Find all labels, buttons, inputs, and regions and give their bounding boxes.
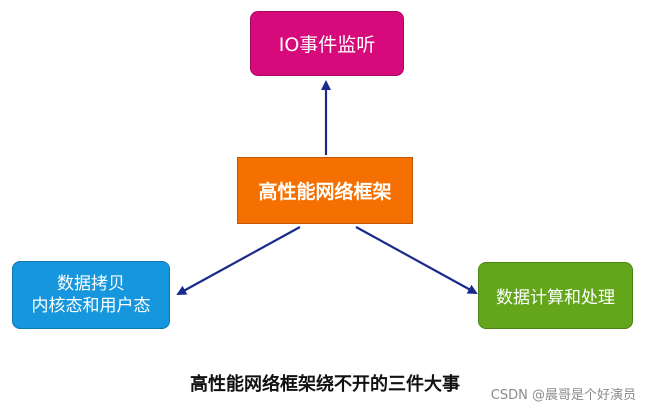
network-framework-node: 高性能网络框架	[237, 157, 413, 224]
data-copy-node: 数据拷贝 内核态和用户态	[12, 261, 170, 329]
io-event-label: IO事件监听	[278, 34, 376, 56]
csdn-watermark: CSDN @晨哥是个好演员	[490, 388, 636, 403]
data-compute-node: 数据计算和处理	[478, 262, 633, 329]
data-compute-label: 数据计算和处理	[496, 288, 615, 308]
arrow-to-data-compute	[355, 226, 478, 294]
io-event-node: IO事件监听	[250, 11, 404, 76]
diagram-caption: 高性能网络框架绕不开的三件大事	[190, 374, 460, 395]
data-copy-label-line1: 数据拷贝	[57, 274, 125, 294]
network-framework-label: 高性能网络框架	[258, 181, 392, 203]
data-copy-label-line2: 内核态和用户态	[31, 296, 151, 316]
arrow-to-data-copy	[176, 226, 301, 295]
